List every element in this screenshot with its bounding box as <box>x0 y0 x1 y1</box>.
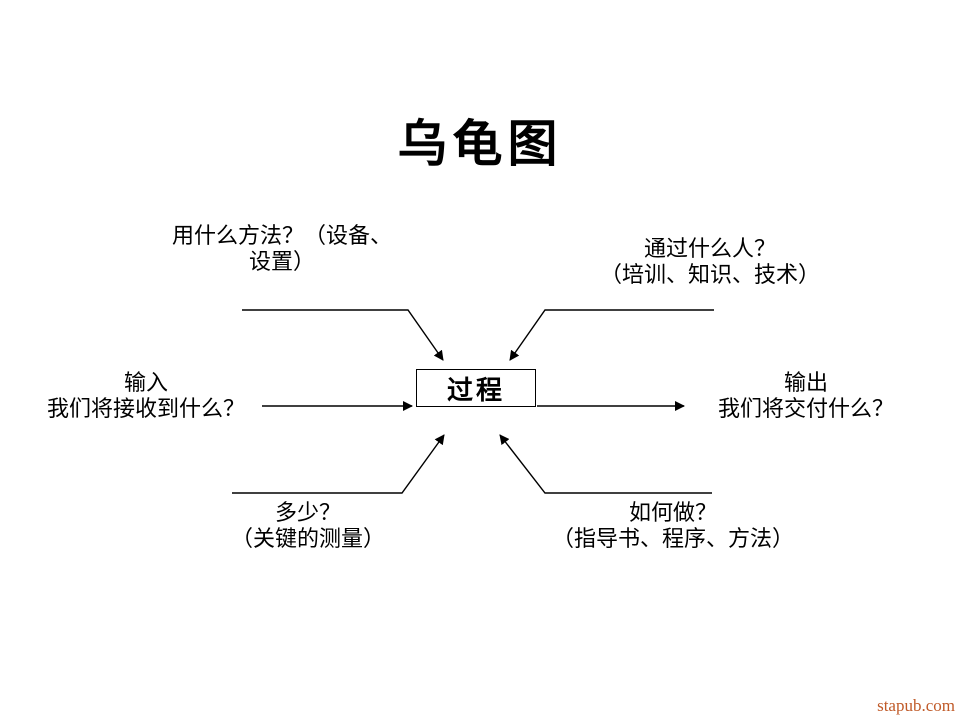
label-input-line2: 我们将接收到什么？ <box>46 396 245 421</box>
arrow-how-icon <box>499 434 712 494</box>
arrow-measures-icon <box>232 434 445 494</box>
label-measures: 多少？ （关键的测量） <box>188 500 428 552</box>
arrow-methods-icon <box>242 309 444 361</box>
process-box-label: 过程 <box>446 375 505 405</box>
label-measures-line2: （关键的测量） <box>230 526 385 551</box>
label-methods: 用什么方法？（设备、 设置） <box>162 223 402 275</box>
label-people-line2: （培训、知识、技术） <box>599 262 820 287</box>
label-input-line1: 输入 <box>123 370 168 395</box>
page-title: 乌龟图 <box>397 116 563 172</box>
label-how-line2: （指导书、程序、方法） <box>551 526 794 551</box>
label-how-line1: 如何做？ <box>628 500 717 525</box>
watermark: stapub.com <box>877 696 955 715</box>
label-input: 输入 我们将接收到什么？ <box>26 370 266 422</box>
label-methods-line1: 用什么方法？（设备、 <box>171 223 392 248</box>
label-how: 如何做？ （指导书、程序、方法） <box>543 500 803 552</box>
label-output-line1: 输出 <box>783 370 828 395</box>
process-box: 过程 <box>416 369 536 407</box>
label-people: 通过什么人？ （培训、知识、技术） <box>590 236 830 288</box>
label-methods-line2: 设置） <box>248 249 315 274</box>
label-output: 输出 我们将交付什么？ <box>686 370 926 422</box>
label-output-line2: 我们将交付什么？ <box>717 396 894 421</box>
label-measures-line1: 多少？ <box>274 500 341 525</box>
arrow-people-icon <box>509 309 714 361</box>
label-people-line1: 通过什么人？ <box>643 236 776 261</box>
